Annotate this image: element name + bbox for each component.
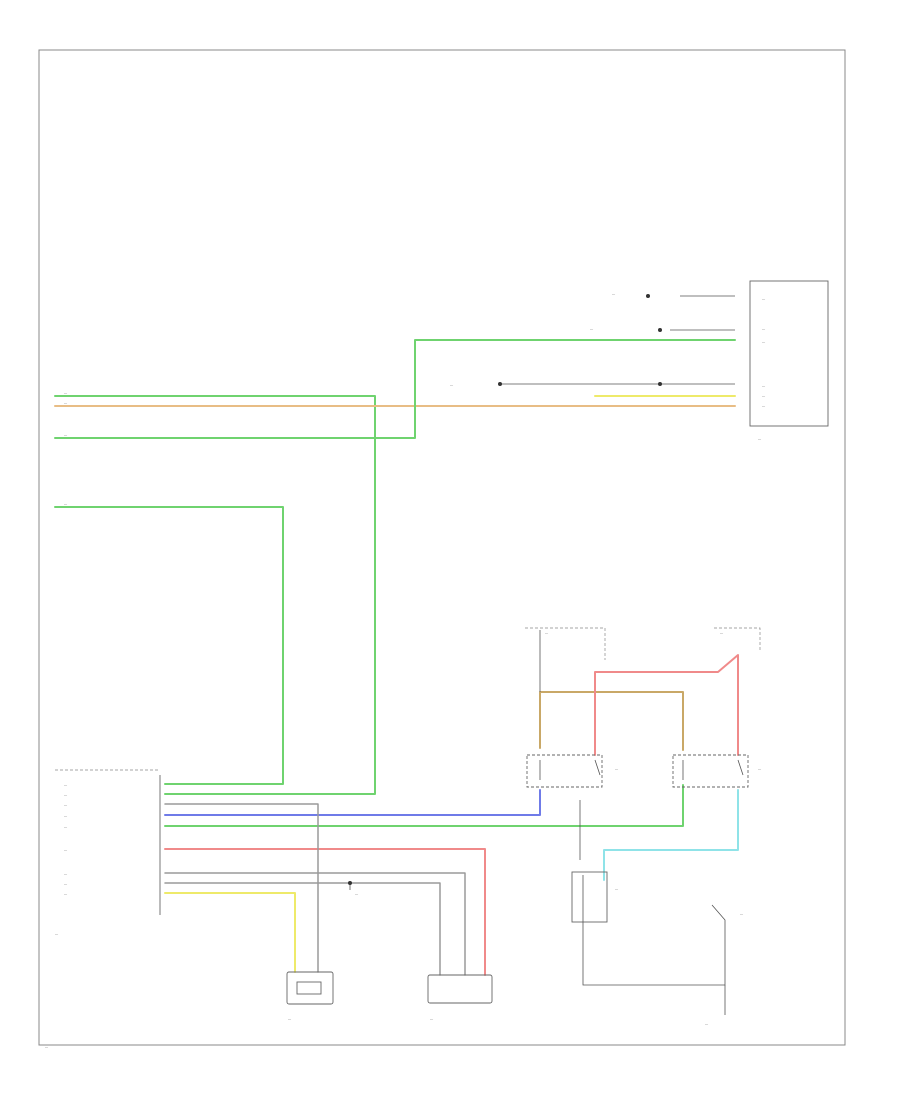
ground-caption: ...	[705, 1022, 708, 1026]
right-relay-label: ...	[758, 767, 761, 771]
wire-green-lower	[54, 506, 284, 785]
left-feed-d: ...	[64, 502, 67, 506]
wire-gray-c	[164, 882, 441, 976]
splice-caption: ...	[355, 892, 358, 896]
cluster-pin-2: ...	[762, 327, 765, 331]
transducer: ...	[427, 974, 493, 1021]
pcm-pin-4: ...	[64, 814, 67, 818]
fuse-left-label: ...	[545, 631, 548, 635]
pcm-pin-8: ...	[64, 882, 67, 886]
page-ref: ...	[45, 1045, 48, 1049]
wire-green-upper	[54, 395, 376, 795]
wire-tan	[539, 691, 684, 751]
cluster-pin-6: ...	[762, 404, 765, 408]
upper-label-splice: ...	[612, 292, 615, 296]
wire-cyan	[603, 789, 739, 881]
cluster-pin-1: ...	[762, 297, 765, 301]
pcm-caption: ...	[55, 932, 58, 936]
pcm-pin-2: ...	[64, 793, 67, 797]
pcm-pin-6: ...	[64, 848, 67, 852]
pcm-pin-1: ...	[64, 783, 67, 787]
transducer-caption: ...	[430, 1017, 433, 1021]
pressure-sensor: ...	[286, 971, 334, 1021]
diagram-frame	[38, 49, 846, 1046]
wire-green-mid	[54, 339, 736, 439]
left-relay-label: ...	[615, 767, 618, 771]
clutch-label: ...	[615, 887, 618, 891]
pressure-sensor-caption: ...	[288, 1017, 291, 1021]
relay-section: ... ... ... ... ... ...	[525, 627, 761, 1015]
wire-gray-b	[164, 872, 466, 976]
left-feed-a: ...	[64, 391, 67, 395]
left-feed-c: ...	[64, 433, 67, 437]
fuse-right-label: ...	[720, 631, 723, 635]
left-feed-b: ...	[64, 401, 67, 405]
wire-gray-a	[164, 803, 319, 973]
pcm-pin-7: ...	[64, 872, 67, 876]
cluster-pin-3: ...	[762, 340, 765, 344]
upper-label-splice-note: ...	[590, 327, 593, 331]
pcm-pin-9: ...	[64, 892, 67, 896]
valve-label: ...	[740, 912, 743, 916]
pcm-connector: ... ... ... ... ... ... ... ... ... ...	[55, 769, 161, 936]
wire-blue	[164, 789, 541, 816]
cluster-pin-4: ...	[762, 384, 765, 388]
upper-label-gnd: ...	[450, 383, 453, 387]
cluster-caption: ...	[758, 437, 761, 441]
instrument-cluster: ... ... ... ... ... ... ...	[498, 280, 829, 441]
wire-pink-relay	[594, 654, 739, 756]
wire-green-pcm	[164, 784, 684, 827]
pcm-pin-5: ...	[64, 825, 67, 829]
wire-pink	[164, 848, 486, 976]
cluster-pin-5: ...	[762, 394, 765, 398]
wire-yellow-lower	[164, 892, 296, 973]
pcm-pin-3: ...	[64, 803, 67, 807]
